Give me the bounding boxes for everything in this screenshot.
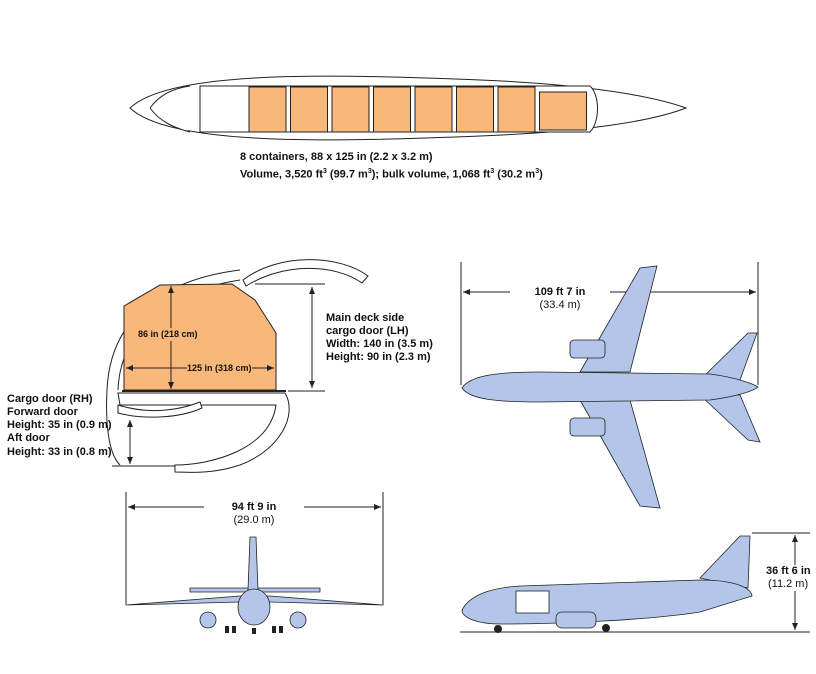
cargo-container — [456, 86, 494, 133]
forward-door-height: Height: 35 in (0.9 m) — [7, 419, 112, 431]
landing-gear — [225, 626, 283, 634]
length-m: (29.0 m) — [233, 514, 275, 526]
main-door-width: Width: 140 in (3.5 m) — [326, 338, 433, 350]
aircraft-plan-view — [461, 265, 761, 509]
cargo-container — [539, 91, 587, 131]
wingspan-ft: 109 ft 7 in — [510, 286, 610, 299]
cargo-container — [331, 86, 370, 133]
length-ft: 94 ft 9 in — [204, 501, 304, 514]
aircraft-side-view — [461, 535, 753, 629]
cargo-containers — [248, 86, 587, 133]
container-count-label: 8 containers, 88 x 125 in (2.2 x 3.2 m) — [240, 151, 433, 163]
main-door-height: Height: 90 in (2.3 m) — [326, 351, 431, 363]
container-height-label: 86 in (218 cm) — [138, 328, 198, 341]
cargo-container — [290, 86, 328, 133]
cargo-container — [248, 86, 287, 133]
wingspan-m: (33.4 m) — [539, 299, 581, 311]
aircraft-front-view — [125, 536, 384, 629]
height-ft: 36 ft 6 in — [766, 565, 811, 578]
container-width-label: 125 in (318 cm) — [187, 362, 252, 375]
cargo-container — [414, 86, 453, 133]
aft-door-height: Height: 33 in (0.8 m) — [7, 446, 112, 458]
cargo-container — [373, 86, 411, 133]
aft-door-label: Aft door — [7, 432, 50, 444]
cargo-container — [497, 86, 536, 133]
lower-door-title: Cargo door (RH) — [7, 393, 93, 405]
volume-label: Volume, 3,520 ft3 (99.7 m3); bulk volume… — [240, 168, 543, 181]
height-m: (11.2 m) — [768, 578, 809, 591]
main-door-title-2: cargo door (LH) — [326, 325, 409, 337]
forward-door-label: Forward door — [7, 406, 78, 418]
side-wheels — [494, 624, 610, 633]
fuselage-cross-section — [106, 259, 369, 473]
main-door-title-1: Main deck side — [326, 312, 405, 324]
